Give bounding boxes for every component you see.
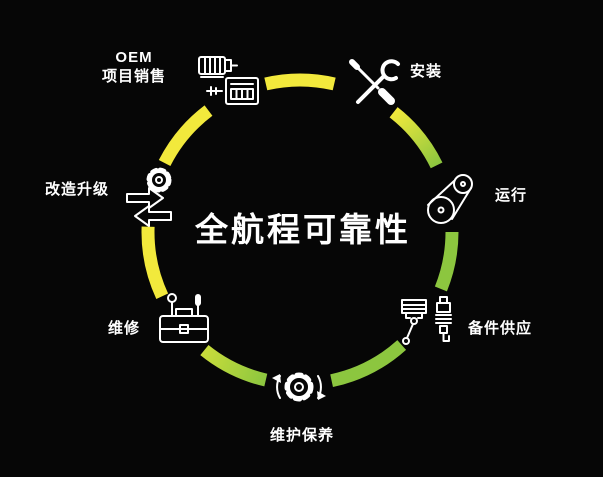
gear-arrows-icon	[126, 167, 172, 227]
tools-icon	[349, 59, 400, 105]
engine-icon	[198, 56, 259, 105]
ring-arc-right	[434, 231, 459, 292]
piston-sparkplug-icon	[401, 296, 452, 345]
ring-arc-left	[141, 226, 169, 299]
ring-arc-top	[264, 73, 336, 91]
center-title: 全航程可靠性	[195, 211, 411, 248]
label-install: 安装	[410, 63, 443, 80]
belt-pulley-icon	[427, 174, 473, 224]
ring-arc-upper-right	[389, 107, 443, 169]
ring-arc-lower-right	[330, 340, 407, 388]
toolbox-icon	[159, 293, 209, 343]
ring-arc-lower-left	[200, 344, 268, 387]
label-oem-line2: 项目销售	[101, 68, 166, 85]
label-maintenance: 维护保养	[269, 427, 335, 444]
label-oem-line1: OEM	[115, 49, 153, 66]
gear-refresh-icon	[272, 372, 326, 402]
label-upgrade: 改造升级	[45, 181, 110, 198]
label-spares: 备件供应	[468, 320, 533, 337]
label-oem: OEM 项目销售	[88, 48, 180, 86]
label-operation: 运行	[495, 187, 528, 204]
ring-arc-upper-left	[158, 105, 213, 167]
label-repair: 维修	[108, 320, 141, 337]
